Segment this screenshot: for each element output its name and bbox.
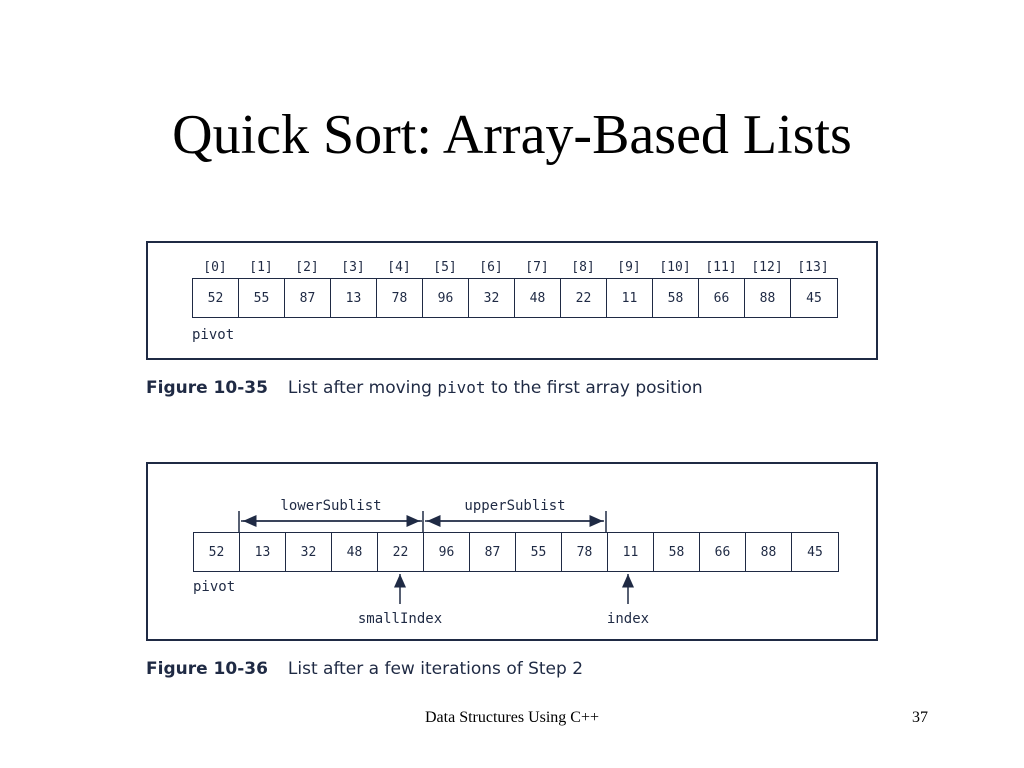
array-cell: 45 [807,544,823,560]
caption-text-pre: List after moving [287,378,432,398]
page-number: 37 [912,709,928,726]
array-cell: 52 [194,533,240,571]
array-cell: 32 [469,279,515,317]
slide-title: Quick Sort: Array-Based Lists [172,104,852,166]
array-cell: 78 [377,279,423,317]
array-index-label: [3] [341,260,365,275]
array-index-label: [11] [705,260,737,275]
array-index-label: [13] [797,260,829,275]
index-label: index [606,611,650,627]
array-index-label: [6] [479,260,503,275]
array-cell: 66 [700,533,746,571]
array-index-label: [8] [571,260,595,275]
array-index-label: [12] [751,260,783,275]
array-index-label: [10] [659,260,691,275]
array-cell: 96 [423,279,469,317]
caption-text: List after a few iterations of Step 2 [287,659,584,679]
array-cell: 45 [806,290,822,306]
array-cell: 52 [193,279,239,317]
array-cell: 88 [746,533,792,571]
caption-figure-label: Figure 10-36 [146,659,268,679]
array-index-label: [7] [525,260,549,275]
array-cell: 22 [378,533,424,571]
figure-10-36-caption: Figure 10-36 List after a few iterations … [146,659,583,679]
array-index-label: [0] [203,260,227,275]
array-cell: 58 [654,533,700,571]
figure-10-35-caption: Figure 10-35 List after moving pivot to t… [146,378,703,398]
pivot-label: pivot [193,579,236,595]
lower-sublist-label: lowerSublist [280,498,382,514]
array-index-label: [2] [295,260,319,275]
array-cell: 87 [285,279,331,317]
caption-code: pivot [437,378,486,397]
sublist-arrows [238,511,634,604]
footer-title: Data Structures Using C++ [424,709,600,726]
array-cell: 87 [470,533,516,571]
array-cell: 11 [608,533,654,571]
array-cell: 48 [515,279,561,317]
array-index-label: [5] [433,260,457,275]
array-cell: 55 [239,279,285,317]
array-index-label: [1] [249,260,273,275]
caption-text-post: to the first array position [490,378,703,398]
array-cell: 55 [516,533,562,571]
upper-sublist-label: upperSublist [464,498,566,514]
pivot-label: pivot [192,327,235,343]
array-cell: 88 [745,279,791,317]
array-cell: 48 [332,533,378,571]
array-cell: 22 [561,279,607,317]
array-cell: 78 [562,533,608,571]
array-cell: 58 [653,279,699,317]
caption-figure-label: Figure 10-35 [146,378,268,398]
array-cell: 32 [286,533,332,571]
figure-10-35-box: [0] [1] [2] [3] [4] [5] [6] [7] [8] [9] [10] [11] [1… [146,241,878,360]
array-index-label: [4] [387,260,411,275]
array-cell: 13 [331,279,377,317]
array-cell: 96 [424,533,470,571]
array-cell: 11 [607,279,653,317]
array-cell: 66 [699,279,745,317]
array-index-label: [9] [617,260,641,275]
smallindex-label: smallIndex [357,611,443,627]
array-cell: 13 [240,533,286,571]
